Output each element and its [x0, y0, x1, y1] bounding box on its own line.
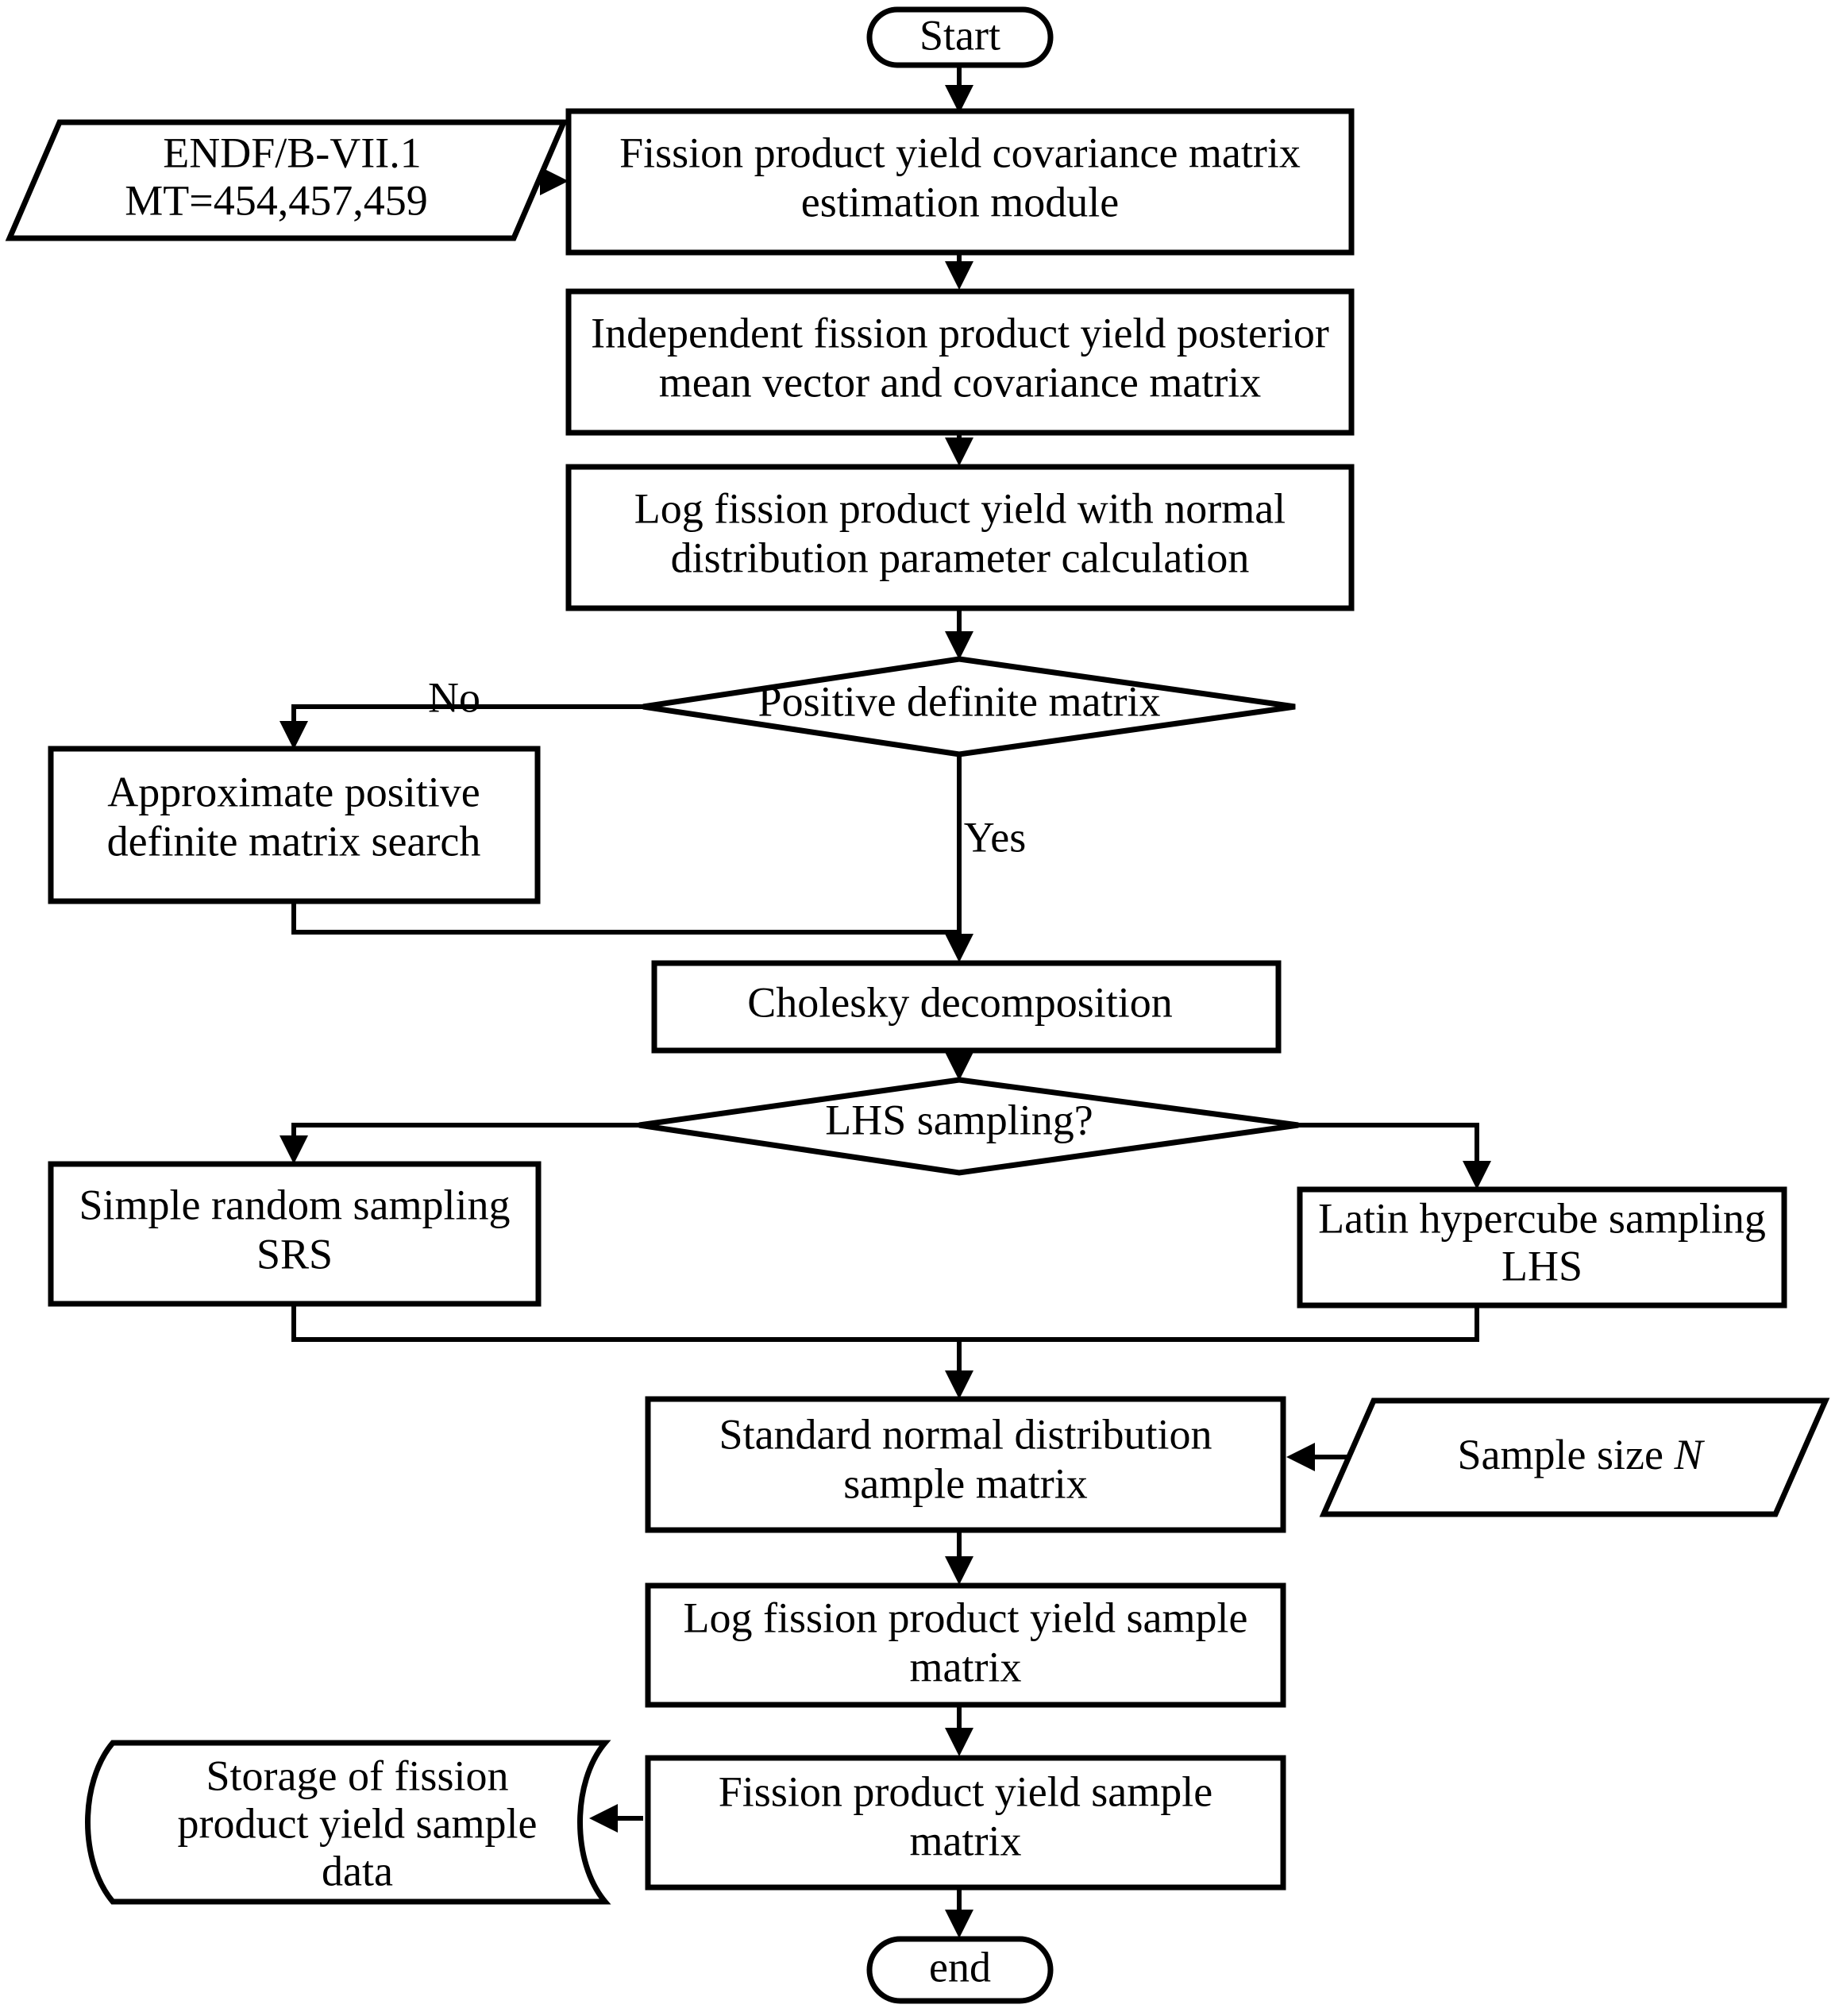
node-posterior-line2: mean vector and covariance matrix [659, 358, 1262, 406]
node-sample-size-prefix: Sample size [1458, 1431, 1675, 1478]
node-lhs-decision-label: LHS sampling? [825, 1096, 1093, 1143]
edge-decision-no-branch [279, 704, 643, 750]
edge-label-yes: Yes [964, 813, 1027, 861]
edge-start-to-covariance [945, 64, 973, 114]
node-sample-size-label: Sample size N [1458, 1431, 1706, 1478]
node-posterior-line1: Independent fission product yield poster… [591, 309, 1329, 357]
node-lhs-decision[interactable]: LHS sampling? [638, 1077, 1299, 1176]
node-covariance-module-line2: estimation module [801, 178, 1119, 225]
node-sample-size[interactable]: Sample size N [1319, 1397, 1830, 1517]
edge-standardnormal-to-logsample [945, 1530, 973, 1585]
node-srs-line1: Simple random sampling [79, 1181, 511, 1228]
edge-sampling-merge-to-standard-normal [291, 1302, 1479, 1399]
node-start[interactable]: Start [866, 6, 1054, 68]
node-approx-search-line1: Approximate positive [107, 768, 480, 815]
edge-logparams-to-decision [945, 607, 973, 660]
node-covariance-module-line1: Fission product yield covariance matrix [619, 129, 1301, 176]
node-log-params-line1: Log fission product yield with normal [634, 484, 1286, 532]
node-standard-normal-line2: sample matrix [843, 1459, 1087, 1507]
node-approx-search-line2: definite matrix search [107, 817, 481, 865]
node-storage[interactable]: Storage of fission product yield sample … [85, 1740, 611, 1905]
node-posterior[interactable]: Independent fission product yield poster… [565, 288, 1355, 436]
node-fpy-sample-matrix-line1: Fission product yield sample [719, 1767, 1212, 1815]
node-log-params[interactable]: Log fission product yield with normal di… [565, 464, 1355, 611]
edge-approx-to-yes-merge [291, 901, 959, 935]
node-cholesky-label: Cholesky decomposition [747, 978, 1172, 1026]
edge-fpysample-to-storage [589, 1804, 643, 1833]
edge-logsample-to-fpysample [945, 1703, 973, 1756]
node-approx-search[interactable]: Approximate positive definite matrix sea… [48, 746, 541, 904]
node-standard-normal-line1: Standard normal distribution [719, 1410, 1212, 1458]
node-endf-input-line2: MT=454,457,459 [125, 176, 427, 224]
edge-posterior-to-logparams [945, 433, 973, 466]
edge-covariance-to-posterior [945, 252, 973, 290]
node-fpy-sample-matrix-line2: matrix [910, 1817, 1022, 1864]
edge-cholesky-to-lhs-decision [945, 1050, 973, 1081]
node-sample-size-variable: N [1673, 1431, 1705, 1478]
node-positive-definite-decision-label: Positive definite matrix [758, 677, 1161, 725]
edge-fpysample-to-end [945, 1887, 973, 1938]
edge-lhsdecision-to-srs [279, 1123, 639, 1164]
node-cholesky[interactable]: Cholesky decomposition [651, 960, 1282, 1054]
edge-lhsdecision-to-lhs [1298, 1123, 1491, 1189]
node-end[interactable]: end [866, 1936, 1054, 2004]
node-lhs[interactable]: Latin hypercube sampling LHS [1297, 1186, 1787, 1309]
node-log-sample-matrix[interactable]: Log fission product yield sample matrix [645, 1582, 1286, 1708]
node-storage-line3: data [322, 1847, 393, 1895]
node-endf-input-line1: ENDF/B-VII.1 [163, 129, 421, 176]
edge-label-no: No [428, 673, 480, 721]
node-standard-normal[interactable]: Standard normal distribution sample matr… [645, 1396, 1286, 1533]
node-storage-line1: Storage of fission [206, 1752, 509, 1799]
node-srs-line2: SRS [256, 1230, 333, 1278]
node-end-label: end [929, 1943, 991, 1991]
node-srs[interactable]: Simple random sampling SRS [48, 1161, 542, 1307]
node-log-sample-matrix-line2: matrix [910, 1643, 1022, 1690]
node-start-label: Start [919, 11, 1000, 59]
node-lhs-line1: Latin hypercube sampling [1318, 1194, 1766, 1242]
node-storage-line2: product yield sample [178, 1799, 538, 1847]
node-fpy-sample-matrix[interactable]: Fission product yield sample matrix [645, 1755, 1286, 1891]
node-positive-definite-decision[interactable]: Positive definite matrix [642, 656, 1296, 757]
node-log-sample-matrix-line1: Log fission product yield sample [684, 1594, 1248, 1641]
node-endf-input[interactable]: ENDF/B-VII.1 MT=454,457,459 [5, 119, 569, 241]
edge-samplesize-to-standard-normal [1286, 1443, 1350, 1471]
edge-decision-yes-branch [945, 754, 973, 962]
node-log-params-line2: distribution parameter calculation [671, 534, 1250, 581]
node-lhs-line2: LHS [1502, 1242, 1582, 1289]
node-covariance-module[interactable]: Fission product yield covariance matrix … [565, 108, 1355, 256]
